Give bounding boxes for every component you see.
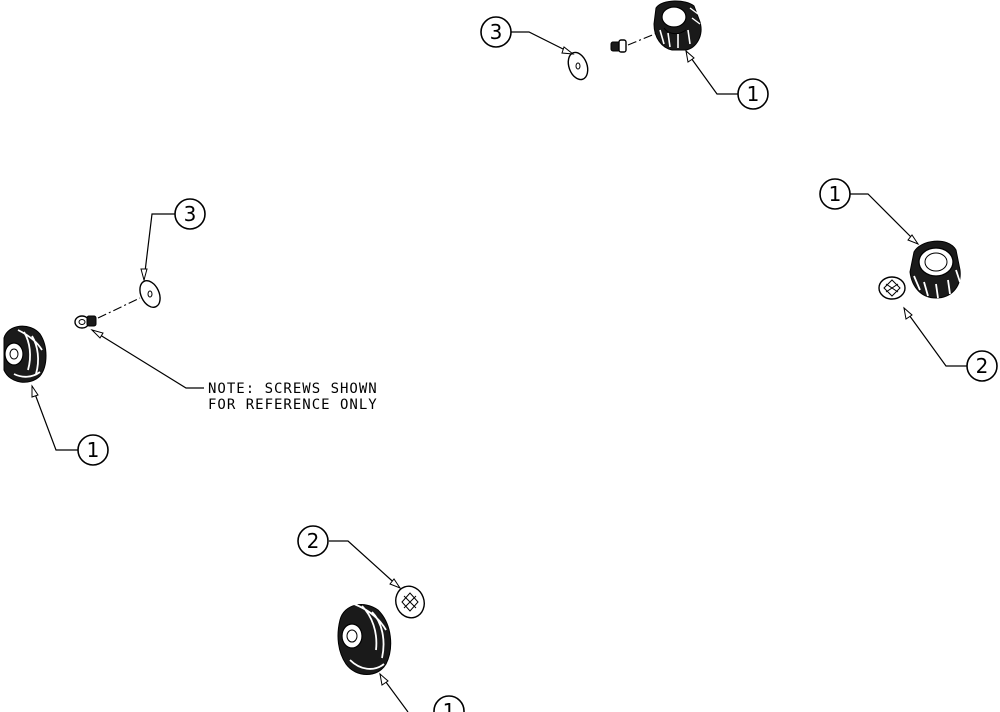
top-three-label: 3 [490,20,503,44]
left-three-balloon: 3 [174,198,206,230]
left-washer [139,280,161,308]
note-arrowhead [90,329,104,339]
bottom-assembly: 2 1 [297,525,465,712]
right-one-leader [850,193,919,245]
left-knob [3,325,47,383]
left-centerline [97,297,141,319]
left-three-arrowhead [140,268,148,282]
left-screw [74,315,97,329]
bottom-two-balloon: 2 [297,525,329,557]
top-one-leader [685,50,738,95]
right-insert [878,276,906,300]
left-one-arrowhead [31,384,39,398]
left-three-leader [143,213,175,281]
top-washer [567,51,589,81]
right-two-arrowhead [903,306,913,320]
right-one-label: 1 [829,182,842,206]
bottom-one-label: 1 [443,699,456,712]
left-one-leader [31,385,78,451]
top-one-balloon: 1 [737,78,769,110]
note-line-2: FOR REFERENCE ONLY [208,397,378,413]
top-three-leader [511,31,574,55]
right-knob [909,240,961,299]
top-three-arrowhead [561,46,575,55]
bottom-one-balloon: 1 [433,695,465,712]
right-two-label: 2 [976,354,989,378]
top-one-arrowhead [685,49,695,63]
note-line-1: NOTE: SCREWS SHOWN [208,381,378,397]
left-one-balloon: 1 [77,434,109,466]
left-assembly: 3 1 NOTE: SCREWS SHOWN FOR REFERENCE ONL… [3,198,378,466]
bottom-knob [337,603,392,675]
right-two-leader [903,307,967,367]
bottom-one-arrowhead [379,672,389,686]
note-leader [91,329,204,389]
right-one-arrowhead [907,234,920,246]
right-one-balloon: 1 [819,178,851,210]
top-one-label: 1 [747,82,760,106]
bottom-two-label: 2 [307,529,320,553]
top-knob [653,0,702,51]
left-one-label: 1 [87,438,100,462]
top-screw [610,39,627,53]
bottom-two-arrowhead [389,578,402,590]
top-assembly: 3 1 [480,0,769,110]
right-two-balloon: 2 [966,350,998,382]
bottom-insert [395,585,425,619]
right-assembly: 1 2 [819,178,998,382]
left-three-label: 3 [184,202,197,226]
top-three-balloon: 3 [480,16,512,48]
bottom-two-leader [329,540,401,589]
